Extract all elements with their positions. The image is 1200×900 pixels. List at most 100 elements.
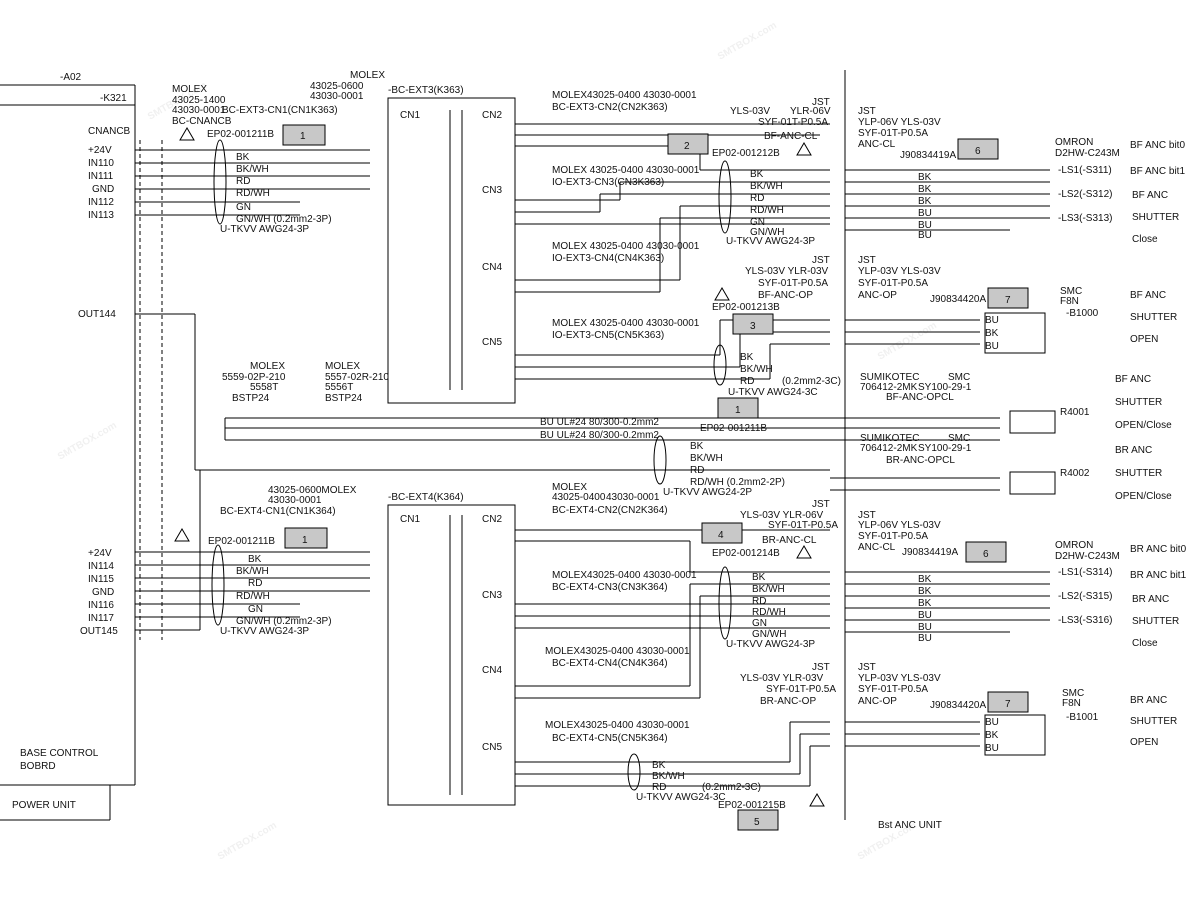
function-label: OPEN/Close bbox=[1115, 420, 1172, 431]
syf-label: SYF-01T-P0.5A bbox=[758, 278, 828, 289]
cable-label: U-TKVV AWG24-3C bbox=[636, 792, 726, 803]
syf-label: SYF-01T-P0.5A bbox=[758, 117, 828, 128]
connector-label: MOLEX 43025-0400 43030-0001 bbox=[552, 318, 700, 329]
sumi-label: SUMIKOTEC bbox=[860, 433, 919, 444]
ep-label: EP02-001211B bbox=[207, 129, 274, 140]
function-label: BR ANC bbox=[1115, 445, 1152, 456]
cn1k364-label: BC-EXT4-CN1(CN1K364) bbox=[220, 506, 336, 517]
function-label: Close bbox=[1132, 638, 1158, 649]
wire-color: BK bbox=[918, 172, 932, 183]
function-label: BF ANC bit1 bbox=[1130, 166, 1185, 177]
function-label: Close bbox=[1132, 234, 1158, 245]
ref-num: 3 bbox=[750, 321, 756, 332]
wire-color: BU bbox=[918, 633, 932, 644]
wire-color: RD/WH bbox=[750, 205, 784, 216]
ancop-label: ANC-OP bbox=[858, 290, 897, 301]
connector-label: MOLEX bbox=[552, 482, 587, 493]
switch-label: -LS2(-S312) bbox=[1058, 189, 1112, 200]
wire-color: RD/WH bbox=[236, 188, 270, 199]
connector-label: 43030-0001 bbox=[606, 492, 660, 503]
function-label: SHUTTER bbox=[1130, 312, 1177, 323]
cn-label: CN4 bbox=[482, 262, 502, 273]
cn1k363-label: BC-EXT3-CN1(CN1K363) bbox=[222, 105, 338, 116]
switch-label: -LS2(-S315) bbox=[1058, 591, 1112, 602]
molex-sub: 43030-0001 bbox=[310, 91, 364, 102]
molex-label: MOLEX bbox=[350, 70, 385, 81]
molex-label: MOLEX bbox=[325, 361, 360, 372]
jst-label: JST bbox=[812, 499, 830, 510]
wire-color: RD bbox=[750, 193, 764, 204]
function-label: BF ANC bbox=[1132, 190, 1168, 201]
cnancb-label: CNANCB bbox=[88, 126, 131, 137]
smc-label: SMC bbox=[1060, 286, 1082, 297]
wire-color: GN bbox=[750, 217, 765, 228]
bstp-label: BSTP24 bbox=[232, 393, 270, 404]
signal-label: IN110 bbox=[88, 158, 114, 169]
function-label: BR ANC bit0 bbox=[1130, 544, 1187, 555]
function-label: SHUTTER bbox=[1130, 716, 1177, 727]
connector-label: BC-EXT4-CN4(CN4K364) bbox=[552, 658, 668, 669]
cn-label: CN5 bbox=[482, 742, 502, 753]
ep-label: EP02-001214B bbox=[712, 548, 780, 559]
connector-label: BC-EXT4-CN2(CN2K364) bbox=[552, 505, 668, 516]
connector-label: MOLEX43025-0400 43030-0001 bbox=[552, 90, 697, 101]
function-label: OPEN bbox=[1130, 334, 1158, 345]
watermark-text: SMTBOX.com bbox=[56, 420, 119, 463]
sensor-id: -B1000 bbox=[1066, 308, 1099, 319]
function-label: BF ANC bbox=[1130, 290, 1166, 301]
wire-color: GN bbox=[236, 202, 251, 213]
signal-label: +24V bbox=[88, 548, 112, 559]
syf-label: SYF-01T-P0.5A bbox=[858, 278, 928, 289]
smc-label: SMC bbox=[948, 433, 970, 444]
yls-label: YLS-03V YLR-03V bbox=[745, 266, 829, 277]
syf-label: SYF-01T-P0.5A bbox=[858, 684, 928, 695]
connector-label: IO-EXT3-CN4(CN4K363) bbox=[552, 253, 664, 264]
ylp-label: YLP-03V YLS-03V bbox=[858, 266, 941, 277]
wire-color: RD bbox=[752, 596, 766, 607]
wire-color: BU bbox=[985, 341, 999, 352]
connector-label: 43025-0400 bbox=[552, 492, 606, 503]
cable-label: U-TKVV AWG24-2P bbox=[663, 487, 752, 498]
wire-color: BK bbox=[985, 730, 999, 741]
bu-cable: BU UL#24 80/300-0.2mm2 bbox=[540, 417, 659, 428]
bfopcl-label: BF-ANC-OPCL bbox=[886, 392, 954, 403]
sy-label: SY100-29-1 bbox=[918, 443, 972, 454]
cn-label: CN3 bbox=[482, 590, 502, 601]
ref-num: 7 bbox=[1005, 699, 1011, 710]
wire-color: BK bbox=[236, 152, 250, 163]
ylp-label: YLP-06V YLS-03V bbox=[858, 117, 941, 128]
bottom-input-signals: +24V IN114 IN115 GND IN116 IN117 OUT145 … bbox=[80, 470, 370, 637]
ref-num: 6 bbox=[983, 549, 989, 560]
wire-color: BU bbox=[918, 230, 932, 241]
ext3-wires bbox=[515, 123, 830, 380]
signal-label: +24V bbox=[88, 145, 112, 156]
bfancop-label: BF-ANC-OP bbox=[758, 290, 813, 301]
wire-color: BK bbox=[750, 169, 764, 180]
ref-num: 1 bbox=[735, 405, 741, 416]
ep-label: EP02-001212B bbox=[712, 148, 780, 159]
d2hw-label: D2HW-C243M bbox=[1055, 148, 1120, 159]
ref-box-1b bbox=[717, 397, 759, 419]
ref-box-1c bbox=[284, 527, 328, 549]
ext4-block: -BC-EXT4(K364) CN1 CN2 CN3 CN4 CN5 bbox=[387, 492, 516, 806]
ylp-label: YLP-06V YLS-03V bbox=[858, 520, 941, 531]
connector-label: BC-EXT4-CN3(CN3K364) bbox=[552, 582, 668, 593]
cable-spec: RD/WH (0.2mm2-2P) bbox=[690, 477, 785, 488]
wire-color: RD/WH bbox=[752, 607, 786, 618]
d2hw-label: D2HW-C243M bbox=[1055, 551, 1120, 562]
cn-label: CN1 bbox=[400, 110, 420, 121]
cn-label: CN4 bbox=[482, 665, 502, 676]
wire-color: BK bbox=[918, 574, 932, 585]
ref-num: 6 bbox=[975, 146, 981, 157]
f8n-label: F8N bbox=[1062, 698, 1081, 709]
signal-label: IN112 bbox=[88, 197, 114, 208]
wire-color: BK bbox=[740, 352, 754, 363]
branop-label: BR-ANC-OP bbox=[760, 696, 816, 707]
function-label: SHUTTER bbox=[1115, 468, 1162, 479]
connector-label: IO-EXT3-CN3(CN3K363) bbox=[552, 177, 664, 188]
jpart-label: J90834420A bbox=[930, 294, 986, 305]
wire-color: RD/WH bbox=[236, 591, 270, 602]
wire-color: BK/WH bbox=[750, 181, 783, 192]
ref-num: 7 bbox=[1005, 295, 1011, 306]
